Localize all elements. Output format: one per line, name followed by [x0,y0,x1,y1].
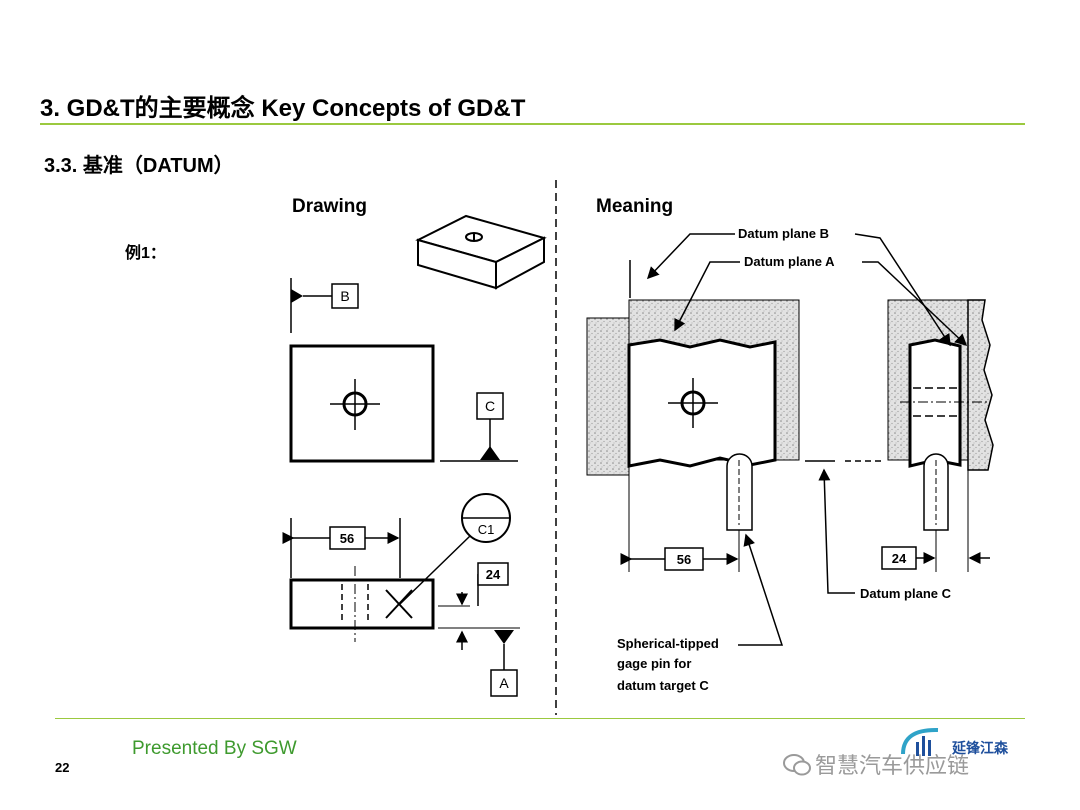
gauge-block-right [887,299,994,572]
gdt-datum-figure: Drawing B C 56 [282,180,994,715]
datum-b-symbol: B [290,278,359,333]
gage-pin-left [726,453,753,572]
datum-a-symbol: A [490,630,518,697]
watermark-text: 智慧汽车供应链 [815,753,970,778]
datum-c-symbol: C [440,392,518,462]
gage-pin-line-3: datum target C [617,678,709,693]
meaning-dim-24-group: 24 [881,546,990,570]
datum-b-label: B [340,288,349,304]
datum-plane-a-label: Datum plane A [744,254,835,269]
datum-a-label: A [499,675,509,691]
title-divider [40,123,1025,125]
datum-c-label: C [485,398,495,414]
example-label: 例1： [125,245,166,262]
meaning-dim-56-group: 56 [620,547,739,571]
wechat-icon [783,754,811,776]
front-view [289,344,435,463]
company-logo-text: 延锋江森 [952,740,1008,756]
drawing-heading: Drawing [292,196,367,217]
bottom-view: 56 C1 24 [282,493,520,650]
datum-plane-b-callout: Datum plane B [646,226,951,347]
gauge-block-left [586,260,800,572]
datum-plane-a-callout: Datum plane A [674,254,968,347]
datum-plane-b-label: Datum plane B [738,226,829,241]
gage-pin-right [923,453,949,572]
footer-divider [55,718,1025,719]
datum-plane-c-callout: Datum plane C [818,468,952,601]
gage-pin-line-1: Spherical-tipped [617,636,719,651]
datum-plane-c-label: Datum plane C [860,586,952,601]
page-number: 22 [55,760,70,775]
meaning-heading: Meaning [596,196,673,217]
drawing-dim-24: 24 [486,567,501,582]
target-c1-label: C1 [478,522,495,537]
presenter-credit: Presented By SGW [132,738,297,759]
gage-pin-line-2: gage pin for [617,656,691,671]
meaning-dim-24: 24 [892,551,907,566]
drawing-dim-56: 56 [340,531,354,546]
gage-pin-callout: Spherical-tipped gage pin for datum targ… [617,533,784,693]
isometric-block [415,214,547,290]
section-subtitle: 3.3. 基准（DATUM） [44,155,234,177]
page-title: 3. GD&T的主要概念 Key Concepts of GD&T [40,95,526,122]
meaning-dim-56: 56 [677,552,691,567]
company-logo-icon [901,727,939,756]
